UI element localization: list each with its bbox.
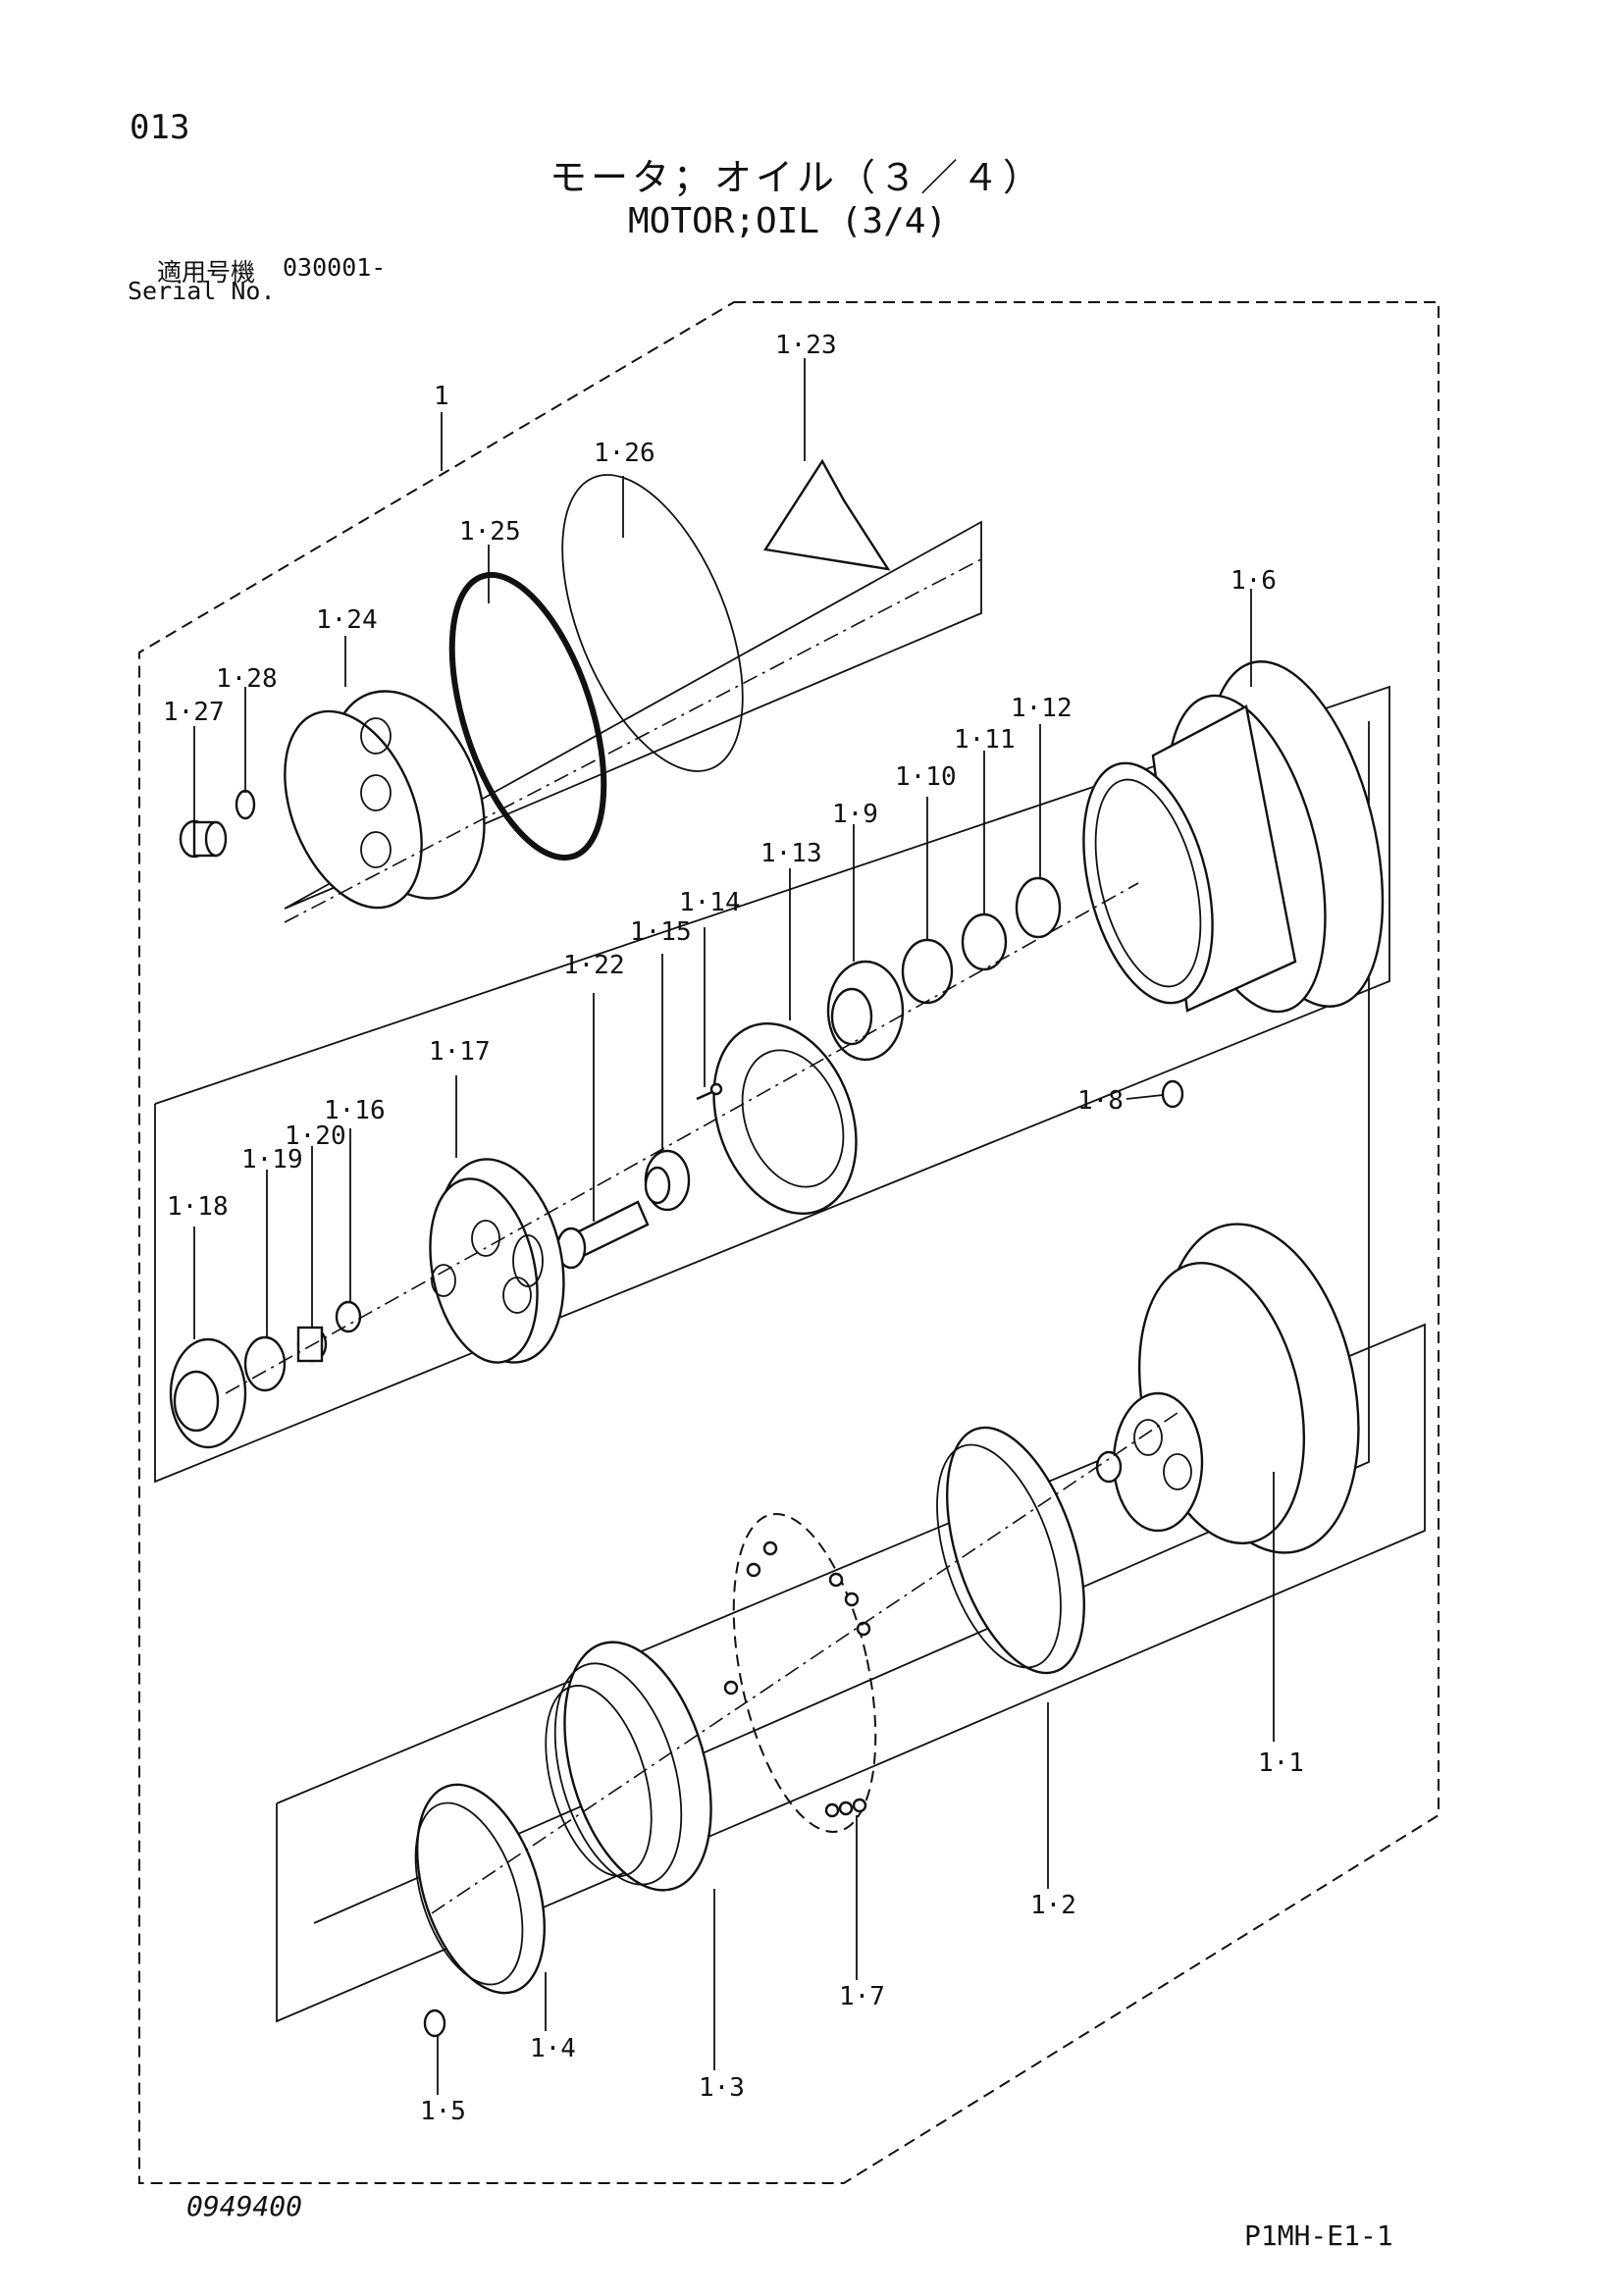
label-part-1-13: 1·13 [760, 839, 822, 868]
part-1-14-screw [696, 1082, 723, 1101]
serial-label-english: Serial No. [128, 277, 276, 305]
part-1-6-housing [1082, 660, 1385, 1014]
part-1-10-bearing [901, 938, 954, 1005]
part-1-5-set-screw [423, 2009, 446, 2038]
part-1-4-nut [414, 1783, 546, 1995]
part-1-1-motor [1095, 1223, 1360, 1554]
label-part-1-20: 1·20 [285, 1122, 346, 1151]
label-part-1-17: 1·17 [429, 1037, 491, 1067]
label-part-1-8: 1·8 [1077, 1086, 1124, 1116]
label-part-1-14: 1·14 [679, 888, 741, 917]
label-part-1-5: 1·5 [420, 2097, 466, 2126]
part-1-17-carrier [429, 1158, 565, 1364]
part-1-8-plug [1161, 1079, 1184, 1109]
part-1-2-seal [936, 1426, 1085, 1675]
part-1-7-steel-balls [723, 1513, 877, 1833]
part-1-28-o-ring [235, 789, 256, 820]
label-part-1-1: 1·1 [1258, 1748, 1304, 1778]
label-part-1-24: 1·24 [316, 605, 378, 635]
page-number: 013 [130, 108, 190, 147]
part-1-3-bearing [545, 1641, 712, 1892]
label-part-1-23: 1·23 [775, 331, 837, 360]
part-1-27-plug [179, 819, 228, 859]
label-part-1-2: 1·2 [1030, 1891, 1076, 1920]
label-part-1-15: 1·15 [630, 917, 692, 947]
serial-number-value: 030001- [283, 253, 387, 282]
title-japanese: モータ；オイル（３／４） [550, 156, 1045, 199]
part-1-25-o-ring [448, 571, 607, 861]
label-part-1-12: 1·12 [1011, 694, 1073, 723]
label-part-1-28: 1·28 [216, 664, 278, 694]
label-part-1-27: 1·27 [163, 698, 225, 727]
label-part-1-10: 1·10 [895, 762, 957, 792]
label-part-1-19: 1·19 [241, 1145, 303, 1174]
part-1-9-gear [826, 960, 905, 1062]
group-boundary-upper [154, 685, 1390, 1484]
group-boundary-top [284, 520, 982, 910]
assembly-boundary [138, 301, 1440, 2184]
part-1-20-bushing [296, 1326, 328, 1363]
part-1-15-gear [644, 1149, 691, 1212]
drawing-number: 0949400 [186, 2190, 303, 2222]
part-1-24-cover [284, 690, 486, 910]
label-part-1-9: 1·9 [832, 800, 878, 829]
label-part-1-26: 1·26 [594, 439, 655, 468]
label-part-1-6: 1·6 [1230, 566, 1277, 596]
sheet-code: P1MH-E1-1 [1244, 2219, 1393, 2252]
part-1-12-washer [1015, 876, 1062, 939]
label-part-1-7: 1·7 [839, 1982, 885, 2011]
title-english: MOTOR;OIL (3/4) [628, 201, 948, 241]
label-part-1-18: 1·18 [167, 1192, 229, 1222]
label-part-1-11: 1·11 [954, 725, 1016, 755]
part-1-13-thrust-plate [712, 1021, 858, 1216]
part-1-16-washer [335, 1300, 362, 1333]
part-1-18-gear [169, 1337, 247, 1449]
label-part-1-16: 1·16 [324, 1096, 386, 1125]
part-1-26-snap-ring [561, 474, 744, 772]
part-1-19-bearing [243, 1335, 287, 1392]
label-part-1-22: 1·22 [563, 951, 625, 980]
label-part-1: 1 [434, 382, 449, 411]
label-part-1-4: 1·4 [530, 2034, 576, 2063]
part-1-23-plate [762, 458, 891, 571]
label-part-1-3: 1·3 [699, 2073, 745, 2103]
part-1-22-shaft [555, 1200, 650, 1270]
label-part-1-25: 1·25 [459, 517, 521, 547]
serial-label-japanese: 適用号機 [157, 258, 256, 287]
